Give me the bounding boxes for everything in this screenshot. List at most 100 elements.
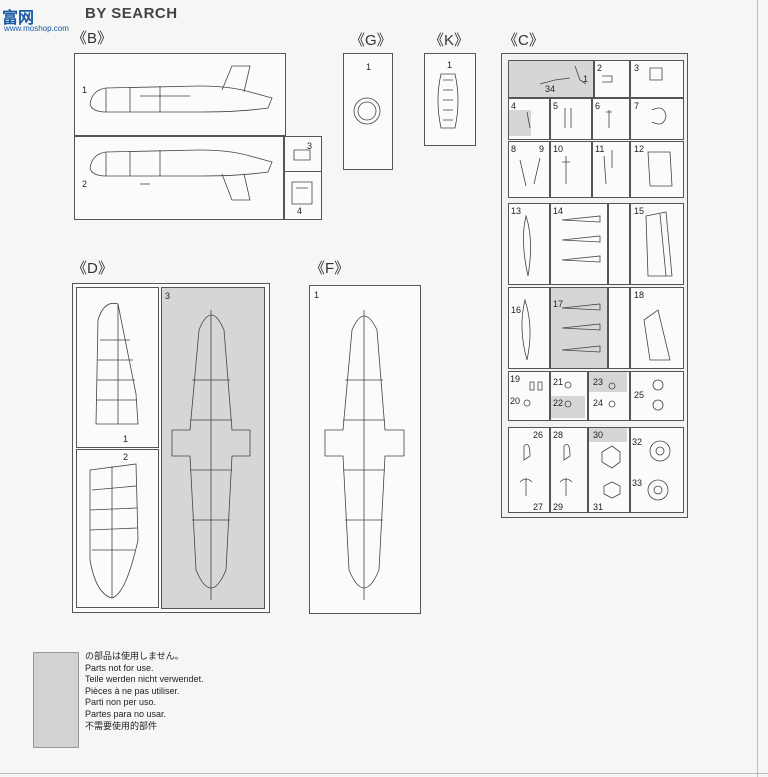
cowl-part [645,211,673,277]
part-number: 4 [297,206,303,216]
drop-tank-half [521,298,531,361]
part-number: 20 [510,396,521,406]
small-part [523,399,531,407]
small-part [602,75,613,83]
part-number: 11 [595,144,605,154]
landing-gear [559,443,573,496]
legend-line: Parts not for use. [85,662,154,673]
part-number: 30 [593,430,604,440]
part-number: 19 [510,374,521,384]
part-number: 7 [634,101,640,111]
part-number: 2 [597,63,603,73]
sprue-c-cell [550,203,608,285]
small-part [529,381,543,391]
part-number: 6 [595,101,601,111]
part-number: 25 [634,390,645,400]
part-number: 1 [583,74,589,84]
upper-wing-right [89,463,139,599]
sprue-c-cell [550,141,592,198]
bombs [561,215,601,263]
legend-line: Partes para no usar. [85,708,167,719]
part-number: 10 [553,144,564,154]
lower-wing [171,310,251,600]
legend-swatch [33,652,79,748]
ring-part-inner [357,101,377,121]
lower-wing-alt [324,310,405,600]
upper-wing-left [95,302,139,425]
bombs [561,303,601,353]
sprue-c-cell [630,287,684,369]
small-part [519,157,541,187]
part-number: 1 [447,60,453,70]
small-part [526,111,531,129]
cowl-part [643,309,671,361]
page-edge [0,773,768,774]
sprue-c-cell [630,60,684,98]
legend-line: Pièces à ne pas utiliser. [85,685,180,696]
drop-tank-half [523,214,531,277]
small-part [564,400,572,408]
group-label-g: 《G》 [350,32,392,49]
wheel [652,399,664,411]
part-number: 22 [553,398,564,408]
sprue-c-shade [589,372,627,392]
fuselage-right-half [89,149,273,201]
small-part [608,382,616,390]
part-number: 1 [123,434,129,444]
sprue-c-cell [550,427,588,513]
part-number: 1 [314,290,320,300]
part-number: 2 [123,452,129,462]
sprue-c-cell [630,141,684,198]
part-number: 13 [511,206,522,216]
sprue-c-cell [630,203,684,285]
part-number: 15 [634,206,645,216]
part-number: 14 [553,206,564,216]
small-part [649,67,663,81]
part-number: 4 [511,101,517,111]
sprue-d-part3-cell [161,287,265,609]
fuselage-left-half [89,65,273,113]
part-number: 18 [634,290,645,300]
group-label-c: 《C》 [503,32,544,49]
legend-line: 不需要使用的部件 [85,720,158,731]
part-number: 9 [539,144,545,154]
sprue-c-cell [630,98,684,140]
legend-line: の部品は使用しません。 [85,651,184,661]
sprue-c-cell [592,141,630,198]
sprue-c-cell [508,371,550,421]
small-part [564,381,572,389]
small-part [564,108,572,128]
part-number: 29 [553,502,564,512]
sprue-b-part4-cell [284,171,322,220]
small-part [647,151,673,187]
watermark-search: BY SEARCH [85,5,178,22]
small-part [539,65,587,85]
group-label-f: 《F》 [310,260,350,277]
part-number: 23 [593,377,604,387]
sprue-c-cell [592,98,630,140]
sprue-c-cell [630,371,684,421]
part-number: 3 [165,291,171,301]
part-number: 21 [553,377,564,387]
small-part [293,149,311,161]
group-label-d: 《D》 [72,260,113,277]
sprue-f-cell [309,285,421,614]
small-part [606,110,612,128]
cockpit-tub [437,73,459,129]
part-number: 1 [366,62,372,72]
legend-text: の部品は使用しません。 Parts not for use. Teile wer… [85,651,204,732]
group-label-k: 《K》 [429,32,470,49]
part-number: 16 [511,305,522,315]
part-number: 8 [511,144,517,154]
sprue-b-part1-cell [74,53,286,136]
part-number: 31 [593,502,604,512]
small-part [562,156,570,184]
engine-radial [649,440,671,462]
wheel [652,379,664,391]
ring-part [353,97,381,125]
watermark-logo: 富网 [2,8,35,27]
sprue-g-cell [343,53,393,170]
sprue-c-cell [508,427,550,513]
engine-radial [647,479,669,501]
part-number: 32 [632,437,643,447]
